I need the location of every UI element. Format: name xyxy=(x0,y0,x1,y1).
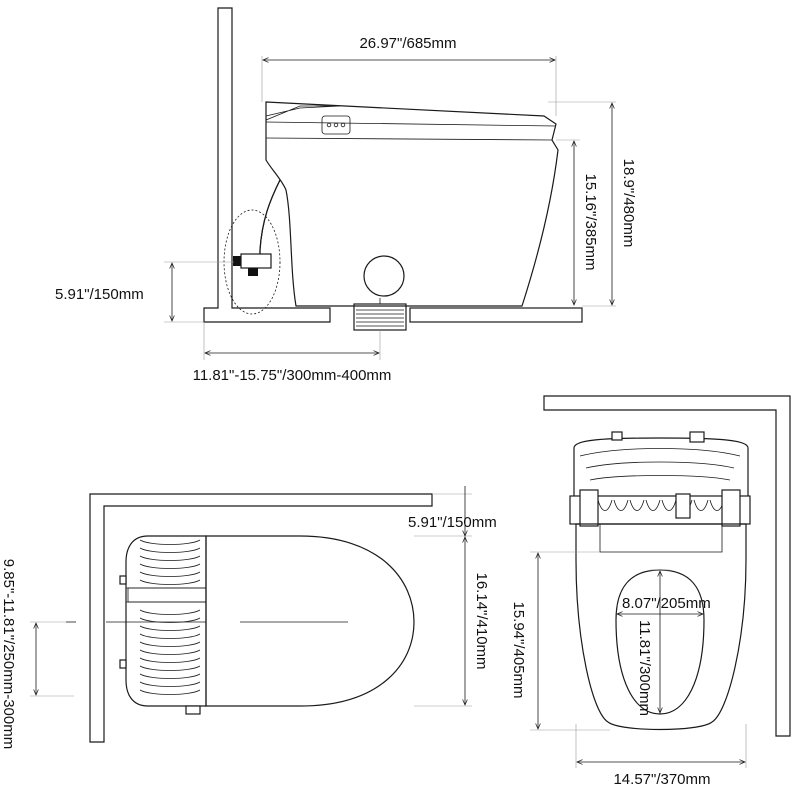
label-seat-height: 15.16"/385mm xyxy=(582,173,599,270)
label-side-width: 26.97"/685mm xyxy=(359,35,456,52)
side-floor-right xyxy=(409,307,583,323)
label-inlet-height: 5.91"/150mm xyxy=(55,286,144,303)
seat-outline xyxy=(575,523,747,731)
side-view: 26.97"/685mm 18.9"/480mm 15.16"/385mm 5.… xyxy=(55,7,637,384)
label-overall-width: 14.57"/370mm xyxy=(613,771,710,788)
seat-wall xyxy=(543,395,791,737)
label-seat-depth: 15.94"/405mm xyxy=(510,601,527,698)
toilet-body xyxy=(265,101,559,307)
label-opening-width: 8.07"/205mm xyxy=(622,595,711,612)
water-inlet xyxy=(223,179,281,315)
drain-flange xyxy=(353,298,407,331)
label-wall-gap: 5.91"/150mm xyxy=(408,514,497,531)
outlet-circle xyxy=(363,255,405,297)
top-view: 5.91"/150mm 16.14"/410mm 9.85"-11.81"/25… xyxy=(0,486,497,749)
label-opening-depth: 11.81"/300mm xyxy=(636,620,653,716)
seat-lid xyxy=(573,437,749,513)
side-wall xyxy=(203,7,331,323)
seat-opening xyxy=(615,569,705,715)
seat-view: 8.07"/205mm 11.81"/300mm 15.94"/405mm 14… xyxy=(510,395,791,788)
toilet-lid xyxy=(265,102,557,141)
top-bowl xyxy=(205,535,415,707)
label-bowl-width: 16.14"/410mm xyxy=(473,572,490,669)
label-side-rough-in: 11.81"-15.75"/300mm-400mm xyxy=(193,367,392,384)
label-top-rough-in: 9.85"-11.81"/250mm-300mm xyxy=(0,559,17,749)
control-panel xyxy=(321,115,351,135)
label-total-height: 18.9"/480mm xyxy=(620,159,637,248)
top-tank xyxy=(125,535,207,707)
